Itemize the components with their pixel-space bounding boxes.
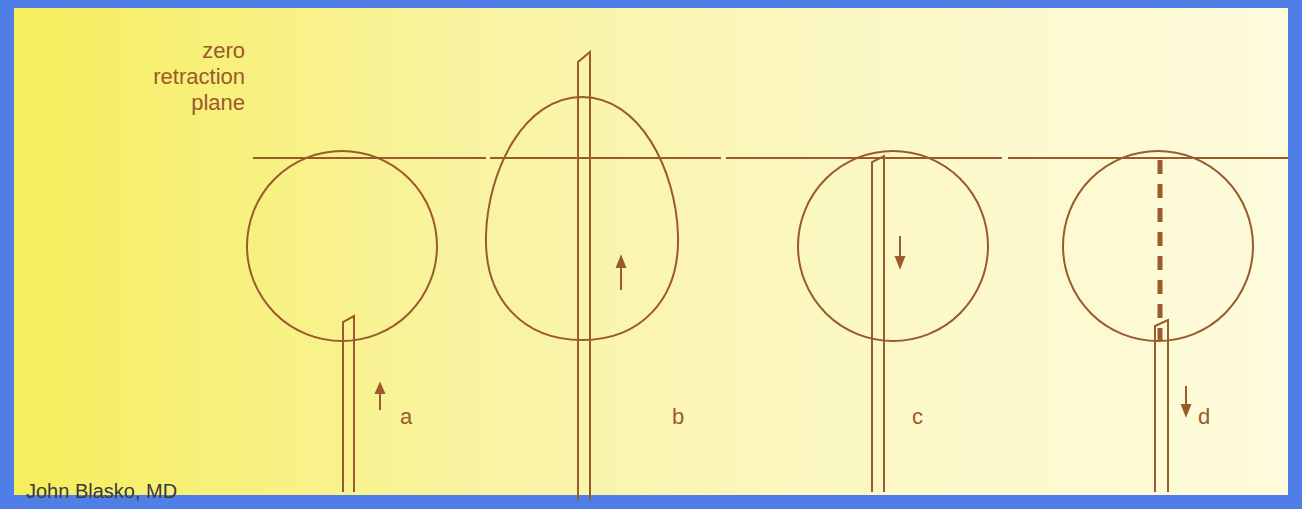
needle-letter: b bbox=[672, 404, 684, 430]
plane-label: zero retraction plane bbox=[135, 38, 245, 116]
needle-letter: c bbox=[912, 404, 923, 430]
needle-letter: d bbox=[1198, 404, 1210, 430]
needle-letter: a bbox=[400, 404, 412, 430]
credit-note: John Blasko, MD bbox=[26, 478, 177, 504]
